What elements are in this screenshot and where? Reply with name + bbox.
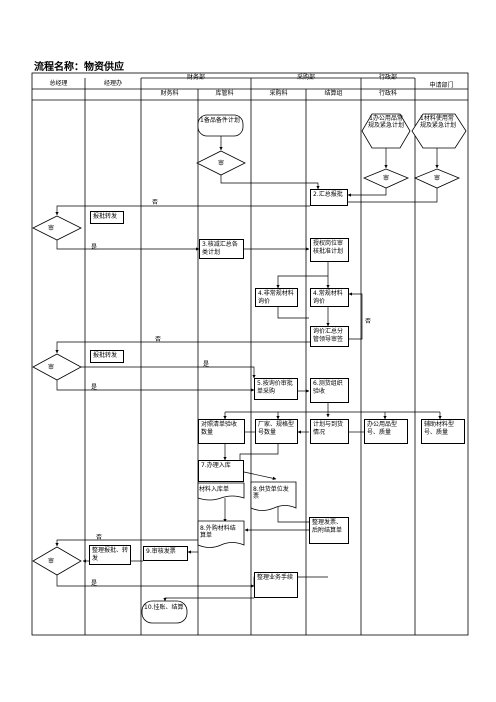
node-office-inspect: 办公用品型号、质量 [364, 419, 408, 444]
hexagon-applicant [411, 113, 467, 149]
header-finance-dept: 财务部 [186, 74, 205, 81]
header-warehouse-section: 库管科 [215, 90, 234, 97]
decision-gm-1-label: 审 [47, 225, 54, 232]
node-gm-review-3: 整理报批、转发 [89, 545, 131, 565]
document-inbound-label: 材料入库单 [199, 486, 230, 493]
decision-applicant-label: 审 [433, 175, 440, 182]
decision-gm-3-label: 审 [47, 558, 54, 565]
document-external-label: 8.外购材料结算单 [200, 525, 236, 539]
node-plan-vs-receipt: 计划与到货情况 [310, 419, 349, 444]
node-9-review-invoice: 9.审核发票 [143, 546, 188, 561]
edge-label-no-3: 否 [155, 336, 162, 343]
node-6-inspect: 6.测货组织验收 [310, 378, 349, 403]
node-gm-review-1: 报批转发 [90, 211, 124, 224]
node-4-nonroutine: 4.非常规材料询价 [255, 288, 298, 307]
node-1-warehouse: 1备品备件计划 [200, 117, 240, 124]
document-supplier [250, 481, 297, 511]
document-inbound [197, 482, 245, 501]
node-authorize: 授权岗位审核批准计划 [310, 238, 349, 262]
edge-label-no-4: 否 [96, 534, 103, 541]
node-5-purchase: 5.按询价审批单采购 [254, 378, 298, 400]
node-1-admin: 1办公用品常规及紧急计划 [368, 115, 405, 129]
header-settlement-group: 结算组 [324, 90, 343, 97]
page-title: 流程名称：物资供应 [34, 62, 124, 73]
terminator-n10 [141, 600, 188, 624]
edge-label-no-2: 否 [365, 318, 372, 325]
node-4-routine: 4.常规材料询价 [310, 288, 349, 307]
node-finance-process: 整理业务手续 [254, 572, 298, 598]
node-gm-review-2: 报批转发 [90, 350, 124, 363]
terminator-n1-warehouse [197, 114, 244, 137]
table-frame [31, 72, 469, 636]
header-applicant-dept: 申请部门 [429, 82, 454, 89]
edge-label-no-1: 否 [152, 199, 159, 206]
document-external [197, 520, 245, 548]
edge-label-yes-3: 是 [91, 384, 98, 391]
node-finance-inspect: 对照清单验收数量 [198, 419, 245, 444]
header-finance-section: 财务科 [160, 90, 179, 97]
edge-label-yes-2: 是 [203, 361, 210, 368]
header-manager-office: 经理办 [103, 80, 122, 87]
header-general-manager: 总经理 [49, 80, 68, 87]
node-7-inbound: 7.办理入库 [198, 460, 244, 482]
edge-label-yes-4: 是 [91, 580, 98, 587]
node-3-adjust: 3.核减汇总各类计划 [199, 239, 244, 259]
node-2-summary: 2.汇总报批 [310, 189, 348, 206]
header-admin-dept: 行政部 [378, 74, 397, 81]
header-admin-section: 行政科 [378, 90, 397, 97]
node-organize-invoice: 整理发票、后附结算单 [309, 517, 349, 544]
header-purchase-dept: 采购部 [296, 74, 315, 81]
header-purchase-section: 采购科 [269, 90, 288, 97]
decision-warehouse-label: 审 [217, 160, 224, 167]
node-10-settle: 10.挂账、结算 [144, 604, 184, 611]
node-summary-sign: 询价汇总分管领导审签 [310, 326, 349, 347]
hexagon-admin [361, 113, 411, 149]
decision-admin-label: 审 [382, 175, 389, 182]
decision-gm-2-label: 审 [47, 364, 54, 371]
node-aux-inspect: 辅助材料型号、质量 [421, 419, 465, 444]
node-1-applicant: 1材料使用常规及紧急计划 [420, 115, 457, 129]
node-warehouse-inspect: 厂家、规格型号数量 [255, 419, 298, 444]
document-supplier-label: 8.供货单位发票 [253, 486, 289, 500]
edge-label-yes-1: 是 [91, 244, 98, 251]
